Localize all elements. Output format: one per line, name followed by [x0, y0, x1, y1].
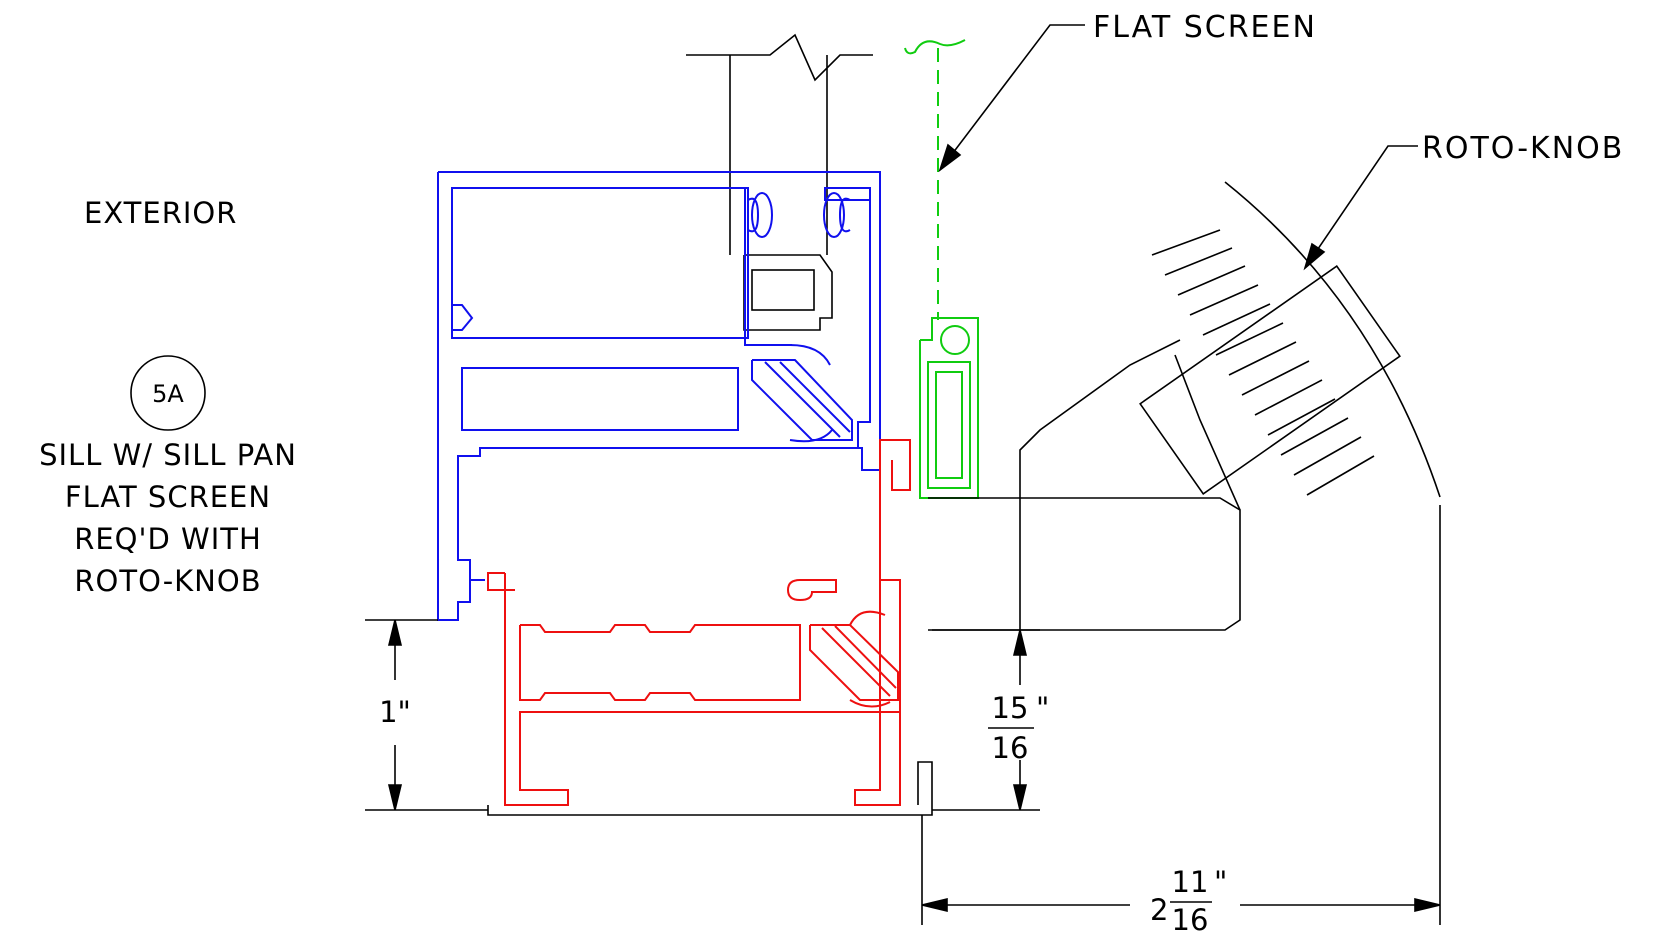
- leader-roto-knob: [1303, 145, 1418, 271]
- dim-knob-height-text: 15 16 ": [988, 691, 1049, 765]
- note-line-2: FLAT SCREEN: [65, 480, 271, 514]
- roto-knob-label: ROTO-KNOB: [1422, 131, 1624, 166]
- sill-frame-profile: [487, 439, 911, 806]
- dim-width-den: 16: [1172, 903, 1209, 936]
- dim-knob-height-unit: ": [1036, 691, 1049, 725]
- sill-pan: [487, 761, 933, 816]
- dim-sill-height-text: 1": [379, 695, 411, 729]
- flat-screen-label: FLAT SCREEN: [1093, 10, 1317, 45]
- dim-knob-height: [932, 629, 1040, 811]
- roto-knob-operator: [928, 181, 1441, 631]
- note-line-3: REQ'D WITH: [74, 522, 262, 556]
- dim-width-num: 11: [1172, 865, 1209, 899]
- note-line-1: SILL W/ SILL PAN: [39, 438, 297, 472]
- knob-grip: [1139, 265, 1401, 495]
- dim-width-whole: 2: [1150, 893, 1168, 927]
- leader-flat-screen: [938, 24, 1085, 173]
- detail-tag: 5A: [130, 355, 206, 431]
- dim-overall-width-text: 2 11 16 ": [1150, 865, 1227, 936]
- dim-width-unit: ": [1214, 865, 1227, 899]
- dim-knob-height-den: 16: [992, 731, 1029, 765]
- glass-panel: [686, 33, 873, 331]
- note-line-4: ROTO-KNOB: [74, 564, 261, 598]
- exterior-label: EXTERIOR: [84, 196, 237, 230]
- flat-screen-frame: [904, 39, 979, 499]
- dim-knob-height-num: 15: [992, 691, 1029, 725]
- detail-tag-text: 5A: [152, 380, 184, 408]
- dim-overall-width: [921, 505, 1441, 925]
- knob-knurling: [1151, 229, 1375, 496]
- vent-frame-profile: [437, 171, 881, 621]
- dim-sill-height: [365, 619, 488, 811]
